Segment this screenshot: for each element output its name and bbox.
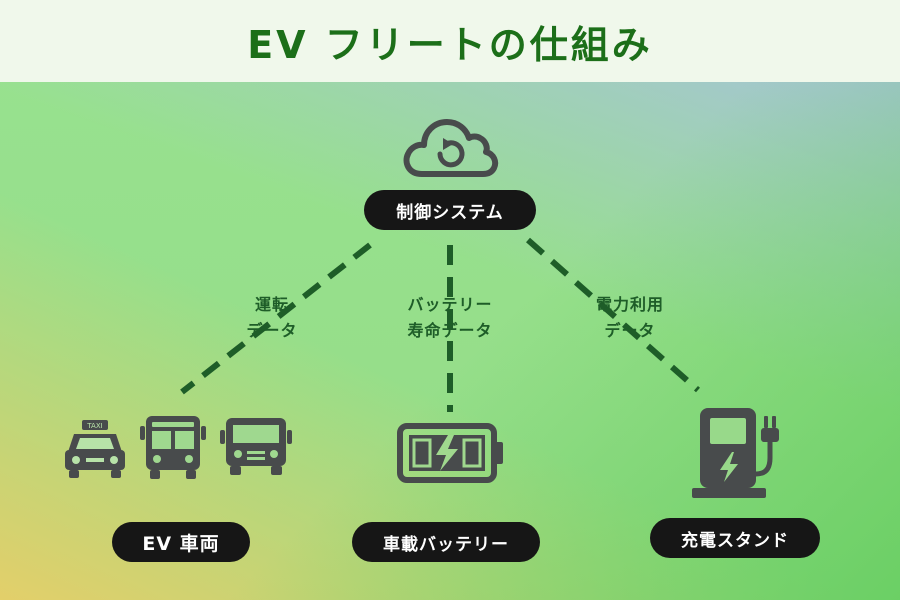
edge-label-power-usage-line2: データ	[604, 321, 656, 340]
ev-charger-icon	[692, 408, 779, 498]
edge-label-driving-line1: 運転	[254, 295, 289, 314]
edge-label-driving: 運転 データ	[236, 292, 308, 344]
edge-label-power-usage: 電力利用 データ	[582, 292, 678, 344]
taxi-icon: TAXI	[65, 420, 125, 478]
edge-label-battery-life: バッテリー 寿命データ	[392, 292, 508, 344]
truck-icon	[220, 418, 292, 475]
edge-control-to-charger	[526, 237, 700, 393]
onboard-battery-node: 車載バッテリー	[352, 522, 540, 562]
control-system-node: 制御システム	[364, 190, 536, 230]
edge-label-power-usage-line1: 電力利用	[595, 295, 664, 314]
diagram-title: EV フリートの仕組み	[247, 22, 653, 67]
taxi-sign-text: TAXI	[86, 422, 102, 430]
battery-charging-icon	[397, 423, 503, 483]
edge-label-driving-line2: データ	[246, 321, 298, 340]
ev-vehicle-node: EV 車両	[112, 522, 250, 562]
edge-label-battery-life-line2: 寿命データ	[407, 321, 493, 340]
edge-control-to-ev	[180, 242, 372, 395]
charging-station-node: 充電スタンド	[650, 518, 820, 558]
title-bar: EV フリートの仕組み	[0, 0, 900, 82]
cloud-sync-icon	[403, 119, 499, 177]
bus-icon	[140, 416, 206, 479]
edge-label-battery-life-line1: バッテリー	[407, 295, 493, 314]
